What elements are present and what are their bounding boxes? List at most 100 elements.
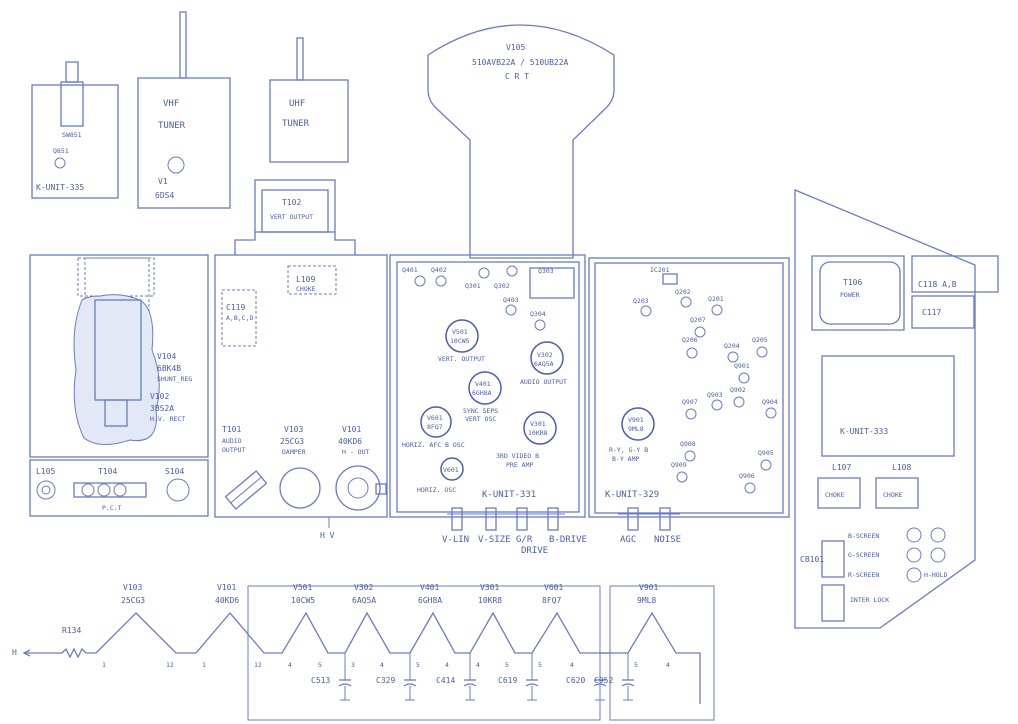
v401-ref: V401 — [475, 380, 491, 388]
heater-pin-a: 4 — [288, 661, 292, 669]
k-unit-329-label: K-UNIT-329 — [605, 490, 659, 500]
q203-label: Q203 — [633, 297, 649, 305]
right-panel: T106 POWER C118 A,B C117 K-UNIT-333 L107… — [794, 189, 999, 629]
k-unit-333-label: K-UNIT-333 — [840, 427, 888, 436]
heater-tube-part: 6AQ5A — [352, 596, 376, 605]
screen-knob-4[interactable] — [930, 547, 946, 563]
heater-tube-part: 40KD6 — [215, 596, 239, 605]
ic201-label: IC201 — [650, 266, 670, 274]
crt-desc: C R T — [505, 72, 529, 81]
h-hold-label: H-HOLD — [924, 571, 948, 579]
drive-label: DRIVE — [521, 546, 548, 556]
v302-socket — [530, 341, 564, 375]
v301-socket — [523, 411, 557, 445]
q902-label: Q902 — [730, 386, 746, 394]
s104-label: S104 — [165, 467, 184, 476]
heater-pin-b: 4 — [445, 661, 449, 669]
q401-label: Q401 — [402, 266, 418, 274]
heater-pin-b: 5 — [318, 661, 322, 669]
uhf-tuner: UHF TUNER — [269, 37, 349, 163]
l105-label: L105 — [36, 467, 55, 476]
q207-label: Q207 — [690, 316, 706, 324]
v302-desc: AUDIO OUTPUT — [520, 378, 567, 386]
v302-part: 6AQ5A — [534, 360, 554, 368]
q851-label: Q851 — [53, 147, 69, 155]
gr-label: G/R — [516, 535, 533, 545]
l107-label: L107 — [832, 463, 851, 472]
heater-tube-ref: V601 — [544, 583, 563, 592]
g-screen-knob[interactable] — [906, 547, 922, 563]
q403-label: Q403 — [503, 296, 519, 304]
heater-tube-ref: V901 — [639, 583, 658, 592]
l108-desc: CHOKE — [883, 491, 903, 499]
heater-tube-ref: V301 — [480, 583, 499, 592]
v-size-knob[interactable] — [485, 507, 497, 531]
v401-socket — [468, 371, 502, 405]
q402-label: Q402 — [431, 266, 447, 274]
heater-pin-a: 5 — [416, 661, 420, 669]
k331-controls: V-LIN V-SIZE G/R B-DRIVE DRIVE — [442, 507, 587, 556]
gr-knob[interactable] — [516, 507, 528, 531]
q907-label: Q907 — [682, 398, 698, 406]
noise-knob[interactable] — [659, 507, 671, 531]
r-screen-label: R-SCREEN — [848, 571, 879, 579]
q903-label: Q903 — [707, 391, 723, 399]
agc-knob[interactable] — [627, 507, 639, 531]
heater-pin-b: 4 — [380, 661, 384, 669]
t101-d1: AUDIO — [222, 437, 242, 445]
q204-label: Q204 — [724, 342, 740, 350]
c118-label: C118 A,B — [918, 280, 957, 289]
q901-label: Q901 — [734, 362, 750, 370]
v101-part: 40KD6 — [338, 437, 362, 446]
heater-pin-a: 1 — [102, 661, 106, 669]
uhf-tuner-title: TUNER — [282, 119, 310, 129]
heater-tube-ref: V101 — [217, 583, 236, 592]
v-lin-knob[interactable] — [451, 507, 463, 531]
v501-part: 10CW5 — [450, 337, 470, 345]
noise-label: NOISE — [654, 535, 681, 545]
crt-part: 510AVB22A / 510UB22A — [472, 58, 569, 67]
t102-desc: VERT OUTPUT — [270, 213, 313, 221]
v901-d1: R-Y, G-Y B — [609, 446, 648, 454]
hv-cage: V104 6BK4B SHUNT_REG V102 3BS2A H.V. REC… — [29, 254, 209, 458]
heater-tube-ref: V401 — [420, 583, 439, 592]
heater-pin-a: 4 — [476, 661, 480, 669]
heater-pin-b: 12 — [254, 661, 262, 669]
v-lin-label: V-LIN — [442, 535, 469, 545]
v602-desc: HORIZ. OSC — [417, 486, 456, 494]
v601-part: 8FQ7 — [427, 423, 443, 431]
v401-d2: VERT OSC — [465, 415, 496, 423]
r-screen-knob[interactable] — [906, 567, 922, 583]
heater-cap-label: C619 — [498, 676, 517, 685]
v901-part: 9ML8 — [628, 425, 644, 433]
v302-ref: V302 — [537, 351, 553, 359]
v601-socket — [420, 406, 452, 438]
v101-label: V101 — [342, 425, 361, 434]
v501-desc: VERT. OUTPUT — [438, 355, 485, 363]
b-screen-knob[interactable] — [906, 527, 922, 543]
b-drive-knob[interactable] — [547, 507, 559, 531]
k-unit-331-label: K-UNIT-331 — [482, 490, 536, 500]
h-terminal-label: H — [12, 648, 17, 657]
v-size-label: V-SIZE — [478, 535, 511, 545]
heater-cap-label: C513 — [311, 676, 330, 685]
v602-socket — [440, 457, 464, 481]
v103-desc: DAMPER — [282, 448, 306, 456]
q905-label: Q905 — [758, 449, 774, 457]
q202-label: Q202 — [675, 288, 691, 296]
v1-part: 6DS4 — [155, 191, 174, 200]
cb101-label: CB101 — [800, 555, 824, 564]
q904-label: Q904 — [762, 398, 778, 406]
v301-d1: 3RD VIDEO B — [496, 452, 539, 460]
c119-label: C119 — [226, 303, 245, 312]
q909-label: Q909 — [671, 461, 687, 469]
t102-label: T102 — [282, 198, 301, 207]
pct-strip: L105 T104 S104 P.C.T — [29, 459, 209, 517]
t106-desc: POWER — [840, 291, 860, 299]
heater-cap-label: C414 — [436, 676, 455, 685]
screen-knob-2[interactable] — [930, 527, 946, 543]
heater-pin-b: 12 — [166, 661, 174, 669]
